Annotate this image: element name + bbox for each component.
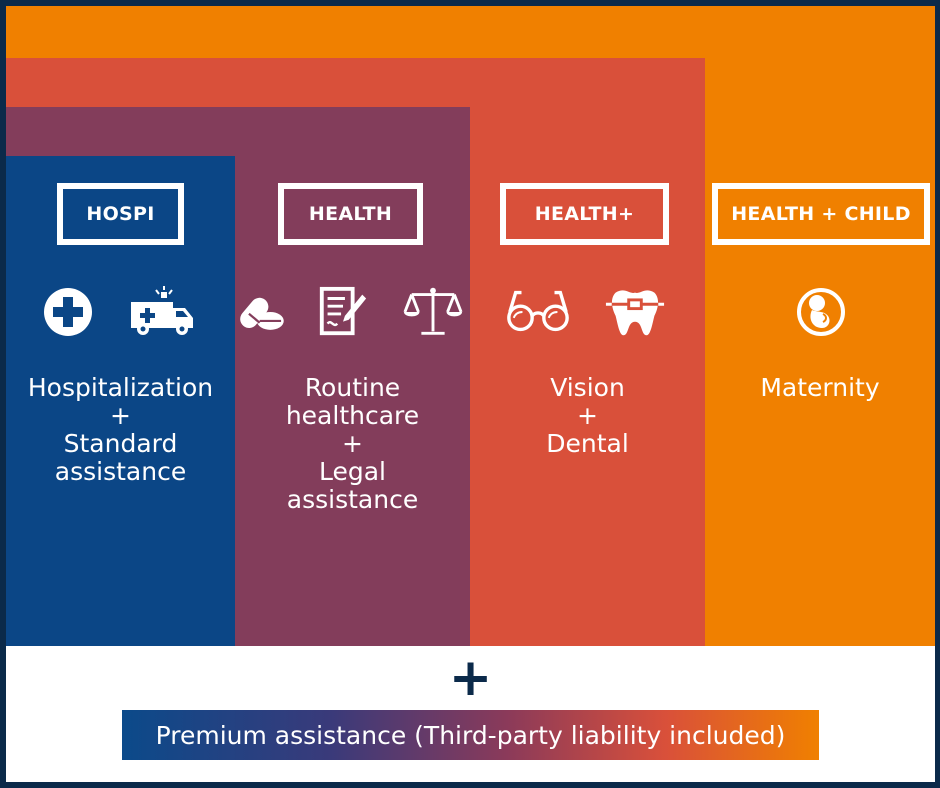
badge-health-child: HEALTH + CHILD xyxy=(712,183,930,245)
label-line: Routine xyxy=(304,373,401,402)
fetus-icon xyxy=(797,288,845,336)
pills-icon xyxy=(240,297,284,330)
plus-sign: + xyxy=(448,648,493,708)
label-line: + xyxy=(110,401,131,430)
label-line: assistance xyxy=(54,457,187,486)
label-line: Standard xyxy=(63,429,178,458)
label-line: Legal xyxy=(318,457,386,486)
prescription-icon xyxy=(319,286,367,336)
glasses-icon xyxy=(507,290,569,332)
label-line: Hospitalization xyxy=(27,373,214,402)
label-line: + xyxy=(342,429,363,458)
badge-health-plus: HEALTH+ xyxy=(500,183,669,245)
label-health-child: Maternity xyxy=(705,374,935,402)
premium-assistance-bar: Premium assistance (Third-party liabilit… xyxy=(122,710,819,760)
label-line: + xyxy=(577,401,598,430)
label-line: Maternity xyxy=(760,373,880,402)
tooth-braces-icon xyxy=(605,290,665,336)
label-health-plus: Vision + Dental xyxy=(470,374,705,458)
label-health: Routine healthcare + Legal assistance xyxy=(235,374,470,514)
label-line: healthcare xyxy=(285,401,420,430)
badge-hospi: HOSPI xyxy=(57,183,184,245)
label-line: Dental xyxy=(546,429,629,458)
legal-scales-icon xyxy=(403,287,463,335)
label-hospi: Hospitalization + Standard assistance xyxy=(6,374,235,486)
label-line: assistance xyxy=(286,485,419,514)
label-line: Vision xyxy=(550,373,625,402)
badge-health: HEALTH xyxy=(278,183,423,245)
premium-section: + Premium assistance (Third-party liabil… xyxy=(6,646,935,782)
ambulance-icon xyxy=(131,286,193,335)
medical-cross-icon xyxy=(44,288,92,336)
layer-hospi xyxy=(6,156,235,646)
